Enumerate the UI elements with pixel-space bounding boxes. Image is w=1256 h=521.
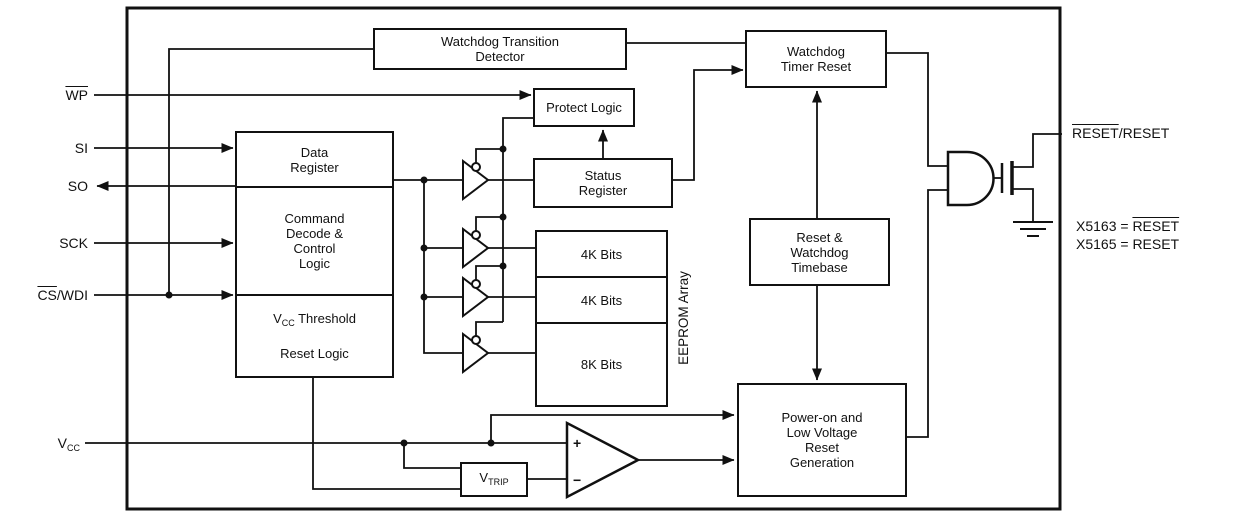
wire-enable-bus bbox=[502, 117, 533, 322]
junction-dot bbox=[420, 176, 428, 184]
wire-wdi-riser bbox=[168, 48, 373, 295]
box-vtrip: VTRIP bbox=[460, 462, 528, 497]
wire bbox=[85, 42, 948, 490]
box-watchdog-timer-reset: Watchdog Timer Reset bbox=[745, 30, 887, 88]
comparator-minus: − bbox=[573, 472, 581, 488]
section-vcc-threshold: VCC Threshold Reset Logic bbox=[237, 294, 392, 376]
junction-dot bbox=[420, 293, 428, 301]
pin-label-cs-wdi: CS/WDI bbox=[37, 287, 88, 303]
wire-vcc-to-poweron bbox=[490, 410, 735, 443]
box-protect-logic: Protect Logic bbox=[533, 88, 635, 127]
junction-dot bbox=[420, 244, 428, 252]
wire-reset-out bbox=[1012, 133, 1062, 168]
comparator-plus: + bbox=[573, 435, 581, 451]
pin-label-si: SI bbox=[74, 140, 88, 156]
junction-dot bbox=[487, 439, 495, 447]
section-data-register: Data Register bbox=[290, 144, 339, 175]
tri-state-buffers bbox=[462, 148, 503, 375]
section-command-decode: Command Decode & Control Logic bbox=[237, 186, 392, 294]
tri-state-buffer bbox=[462, 265, 503, 319]
wire-wtr-to-and bbox=[887, 52, 948, 167]
box-status-register: Status Register bbox=[533, 158, 673, 208]
tri-state-buffer bbox=[462, 216, 503, 270]
wire-vcc-to-vtrip bbox=[403, 443, 460, 469]
wire-threshold-to-vtrip bbox=[312, 378, 460, 490]
x5163-legend: X5163 = RESET bbox=[1076, 218, 1180, 234]
wire-sr-to-wtr bbox=[673, 65, 744, 181]
section-eeprom-4k-1: 4K Bits bbox=[580, 246, 623, 262]
eeprom-array-label: EEPROM Array bbox=[675, 271, 691, 365]
section-eeprom-4k-2: 4K Bits bbox=[537, 276, 666, 322]
x5165-legend: X5165 = RESET bbox=[1076, 236, 1180, 252]
tri-state-buffer bbox=[462, 321, 503, 375]
junction-dot bbox=[165, 291, 173, 299]
pin-label-vcc: VCC bbox=[57, 435, 80, 453]
comparator: + − bbox=[565, 420, 641, 500]
pin-label-wp: WP bbox=[65, 87, 88, 103]
reset-output-label: RESET/RESET bbox=[1072, 125, 1170, 141]
section-eeprom-8k: 8K Bits bbox=[537, 322, 666, 405]
wire-buffer-input-bus bbox=[423, 180, 463, 354]
pin-label-sck: SCK bbox=[59, 235, 88, 251]
chip-boundary bbox=[125, 6, 1062, 511]
pin-label-so: SO bbox=[67, 178, 88, 194]
box-reset-watchdog-timebase: Reset & Watchdog Timebase bbox=[749, 218, 890, 286]
tri-state-buffer bbox=[462, 148, 503, 202]
mosfet-transistor bbox=[1000, 133, 1062, 222]
box-watchdog-transition-detector: Watchdog Transition Detector bbox=[373, 28, 627, 70]
box-control-logic: Data Register Command Decode & Control L… bbox=[235, 131, 394, 378]
ground-icon bbox=[1013, 221, 1053, 237]
box-power-on-reset-generation: Power-on and Low Voltage Reset Generatio… bbox=[737, 383, 907, 497]
junction-dot bbox=[400, 439, 408, 447]
and-gate bbox=[946, 150, 1002, 207]
box-eeprom-array: 4K Bits 4K Bits 8K Bits bbox=[535, 230, 668, 407]
wire-poweron-to-and bbox=[907, 189, 948, 438]
